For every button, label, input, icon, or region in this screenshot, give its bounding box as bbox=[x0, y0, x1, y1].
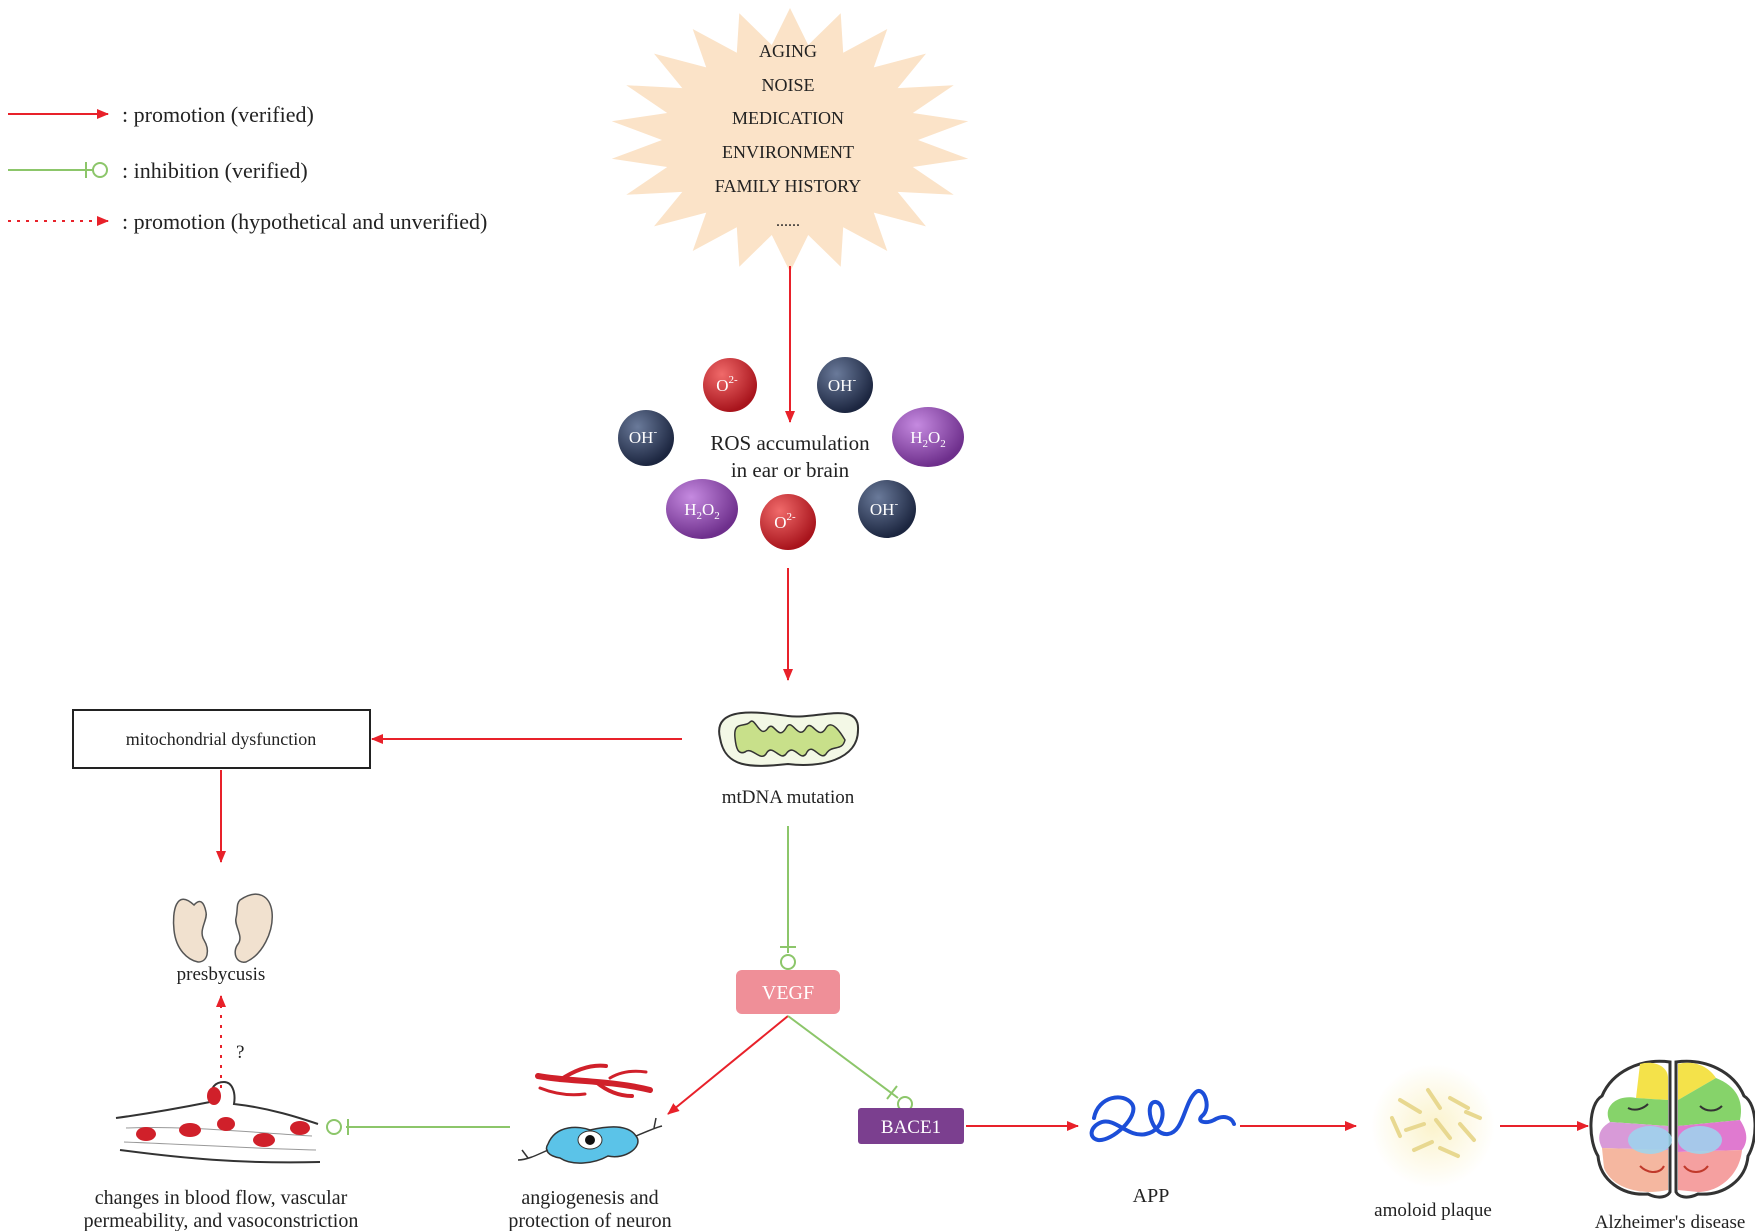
ros-cluster: O2- OH- OH- H2O2 H2O2 O2- OH- ROS accumu… bbox=[618, 357, 964, 550]
risk-factor-aging: AGING bbox=[759, 41, 817, 61]
ears-icon bbox=[172, 893, 273, 963]
mitochondrion-icon bbox=[718, 711, 860, 767]
peroxide-bubble: H2O2 bbox=[666, 479, 738, 539]
vessel-branch-icon bbox=[535, 1063, 653, 1098]
risk-factor-environment: ENVIRONMENT bbox=[722, 142, 854, 162]
ros-label-line2: in ear or brain bbox=[731, 458, 850, 482]
angiogenesis-label-line2: protection of neuron bbox=[508, 1210, 671, 1231]
blood-vessel-icon bbox=[115, 1080, 321, 1164]
mtdna-mutation-label: mtDNA mutation bbox=[722, 787, 855, 808]
blood-flow-label-line1: changes in blood flow, vascular bbox=[95, 1187, 348, 1209]
burst-shape bbox=[611, 8, 969, 272]
superoxide-bubble: O2- bbox=[703, 358, 757, 412]
neuron-icon bbox=[517, 1117, 663, 1164]
app-label: APP bbox=[1133, 1185, 1170, 1207]
vegf-label: VEGF bbox=[762, 982, 814, 1004]
svg-text:OH-: OH- bbox=[629, 426, 658, 447]
brain-icon bbox=[1589, 1059, 1755, 1199]
amyloid-plaque-icon bbox=[1371, 1064, 1495, 1188]
svg-text:H2O2: H2O2 bbox=[910, 428, 946, 450]
inhibition-vegf-to-bace1 bbox=[787, 1015, 899, 1099]
blood-flow-label-line2: permeability, and vasoconstriction bbox=[84, 1210, 359, 1231]
svg-text:OH-: OH- bbox=[828, 374, 857, 395]
presbycusis-label: presbycusis bbox=[177, 964, 266, 985]
hydroxyl-bubble: OH- bbox=[817, 357, 873, 413]
bace1-box bbox=[858, 1108, 964, 1144]
bace1-label: BACE1 bbox=[881, 1117, 941, 1138]
alzheimers-label: Alzheimer's disease bbox=[1595, 1212, 1746, 1231]
hydroxyl-bubble: OH- bbox=[858, 480, 916, 538]
svg-text:O2-: O2- bbox=[716, 374, 738, 395]
amyloid-plaque-label: amoloid plaque bbox=[1374, 1200, 1492, 1221]
legend-promotion-label: : promotion (verified) bbox=[122, 102, 314, 127]
arrow-vegf-to-angiogenesis bbox=[667, 1015, 789, 1115]
legend-hypothetical-label: : promotion (hypothetical and unverified… bbox=[122, 209, 487, 234]
legend-inhibition-label: : inhibition (verified) bbox=[122, 158, 308, 183]
question-mark: ? bbox=[236, 1042, 244, 1063]
risk-factor-medication: MEDICATION bbox=[732, 108, 844, 128]
risk-factor-noise: NOISE bbox=[762, 75, 815, 95]
inhibition-circle bbox=[780, 954, 796, 970]
risk-factor-more: ...... bbox=[776, 213, 800, 230]
mitochondrial-dysfunction-label: mitochondrial dysfunction bbox=[126, 729, 316, 749]
inhibition-circle bbox=[326, 1119, 342, 1135]
legend: : promotion (verified) : inhibition (ver… bbox=[8, 102, 487, 234]
inhibition-bar bbox=[886, 1085, 898, 1100]
svg-text:OH-: OH- bbox=[870, 498, 899, 519]
risk-factor-family-history: FAMILY HISTORY bbox=[715, 176, 861, 196]
risk-factor-burst: AGING NOISE MEDICATION ENVIRONMENT FAMIL… bbox=[611, 8, 969, 272]
ros-label-line1: ROS accumulation bbox=[710, 431, 870, 455]
peroxide-bubble: H2O2 bbox=[892, 407, 964, 467]
app-protein-icon bbox=[1089, 1088, 1236, 1143]
mitochondrial-dysfunction-box bbox=[72, 709, 371, 769]
angiogenesis-label-line1: angiogenesis and bbox=[521, 1187, 658, 1209]
vegf-box bbox=[736, 970, 840, 1014]
superoxide-bubble: O2- bbox=[760, 494, 816, 550]
hydroxyl-bubble: OH- bbox=[618, 410, 674, 466]
svg-text:O2-: O2- bbox=[774, 511, 796, 532]
svg-text:H2O2: H2O2 bbox=[684, 500, 720, 522]
legend-inhibition-circle bbox=[92, 162, 108, 178]
